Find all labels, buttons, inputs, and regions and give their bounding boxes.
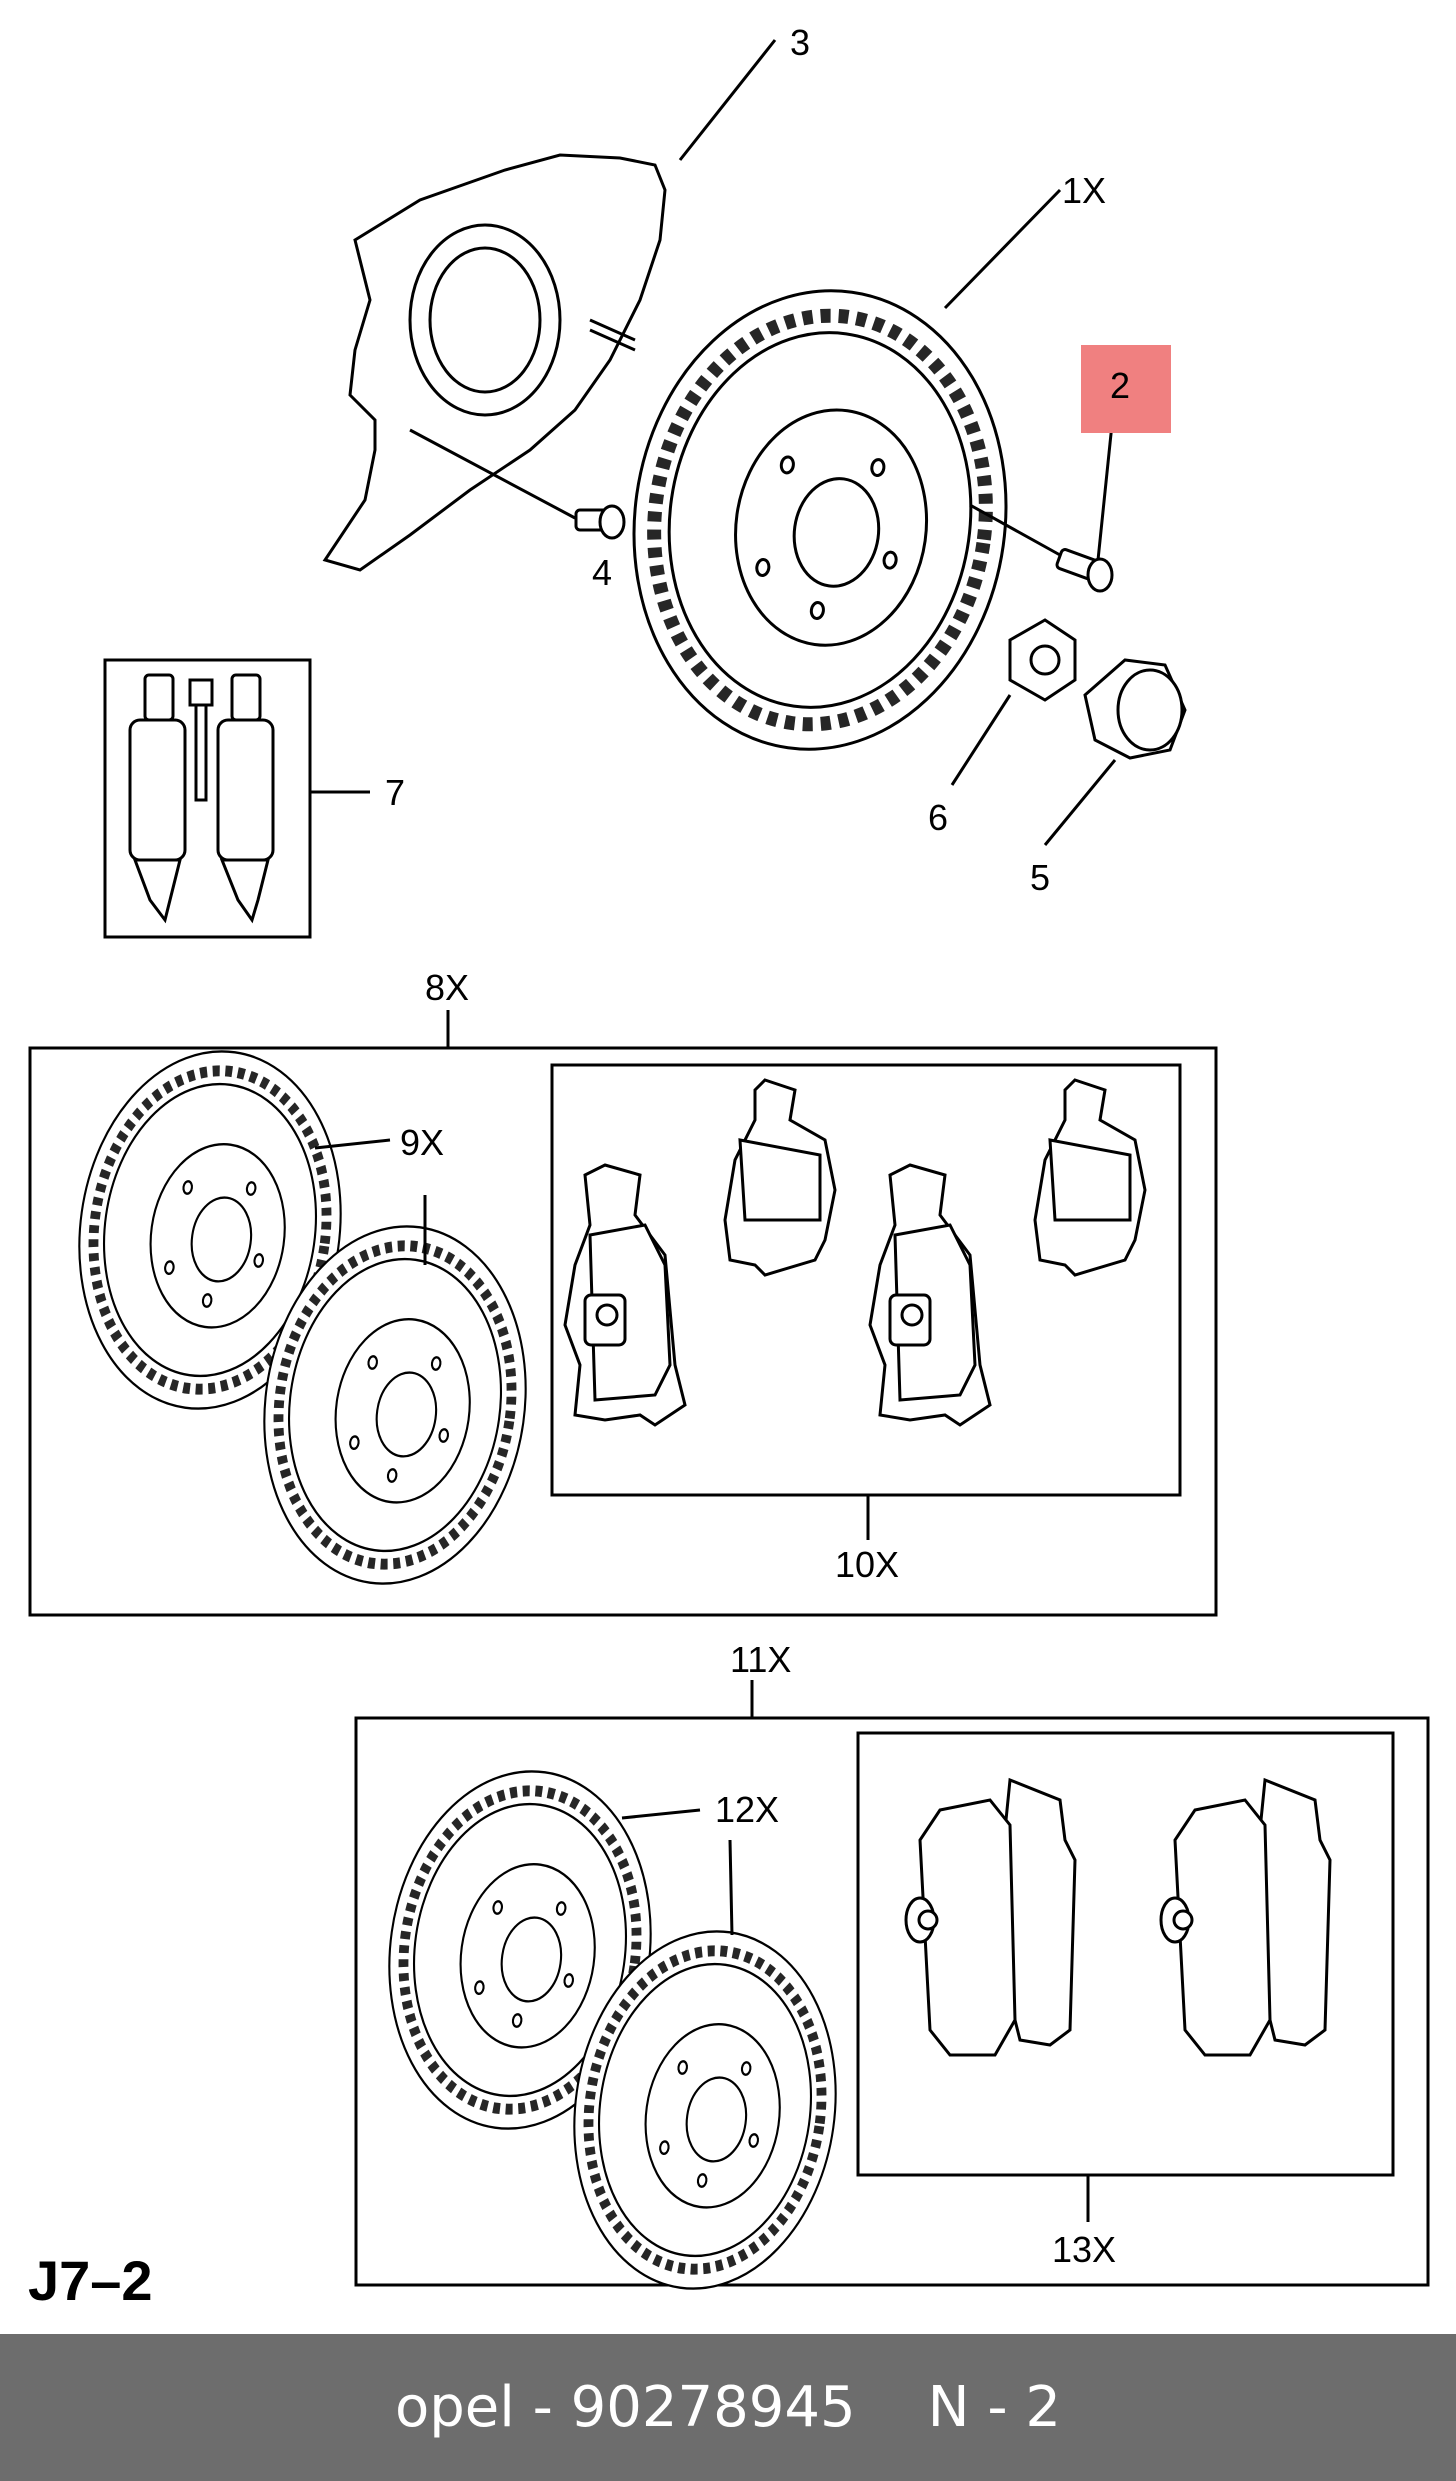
callout-13x: 13X [1052, 2229, 1116, 2270]
callout-7: 7 [385, 772, 405, 813]
brake-disc-main [605, 266, 1035, 773]
kit-11x [354, 1680, 1430, 2306]
nut-part-6 [1008, 618, 1077, 702]
bolt-part-4 [574, 504, 626, 540]
callout-11x: 11X [730, 1639, 791, 1680]
callout-12x: 12X [715, 1789, 779, 1830]
callout-4: 4 [592, 552, 612, 593]
leader-lines-top [310, 39, 1117, 846]
callout-5: 5 [1030, 857, 1050, 898]
kit-8x [28, 1010, 1218, 1617]
callout-2: 2 [1110, 365, 1130, 406]
brake-parts-diagram: 3 1X 2 4 6 5 7 8X 9X 10X 11X 12X 13X J7– [28, 22, 1430, 2312]
grease-kit [103, 658, 312, 939]
callout-2-highlight [1081, 345, 1171, 433]
position-text: N - 2 [927, 2375, 1061, 2440]
callout-6: 6 [928, 797, 948, 838]
callout-1x: 1X [1062, 170, 1106, 211]
part-number-text: opel - 90278945 [395, 2375, 856, 2440]
callout-9x: 9X [400, 1122, 444, 1163]
callout-10x: 10X [835, 1544, 899, 1585]
bolt-part-2 [1055, 548, 1114, 593]
callout-3: 3 [790, 22, 810, 63]
dust-shield [322, 153, 667, 572]
callout-8x: 8X [425, 967, 469, 1008]
cap-part-5 [1083, 658, 1187, 760]
sheet-identifier: J7–2 [28, 2249, 153, 2312]
part-number-footer: opel - 90278945 N - 2 [0, 2334, 1456, 2481]
